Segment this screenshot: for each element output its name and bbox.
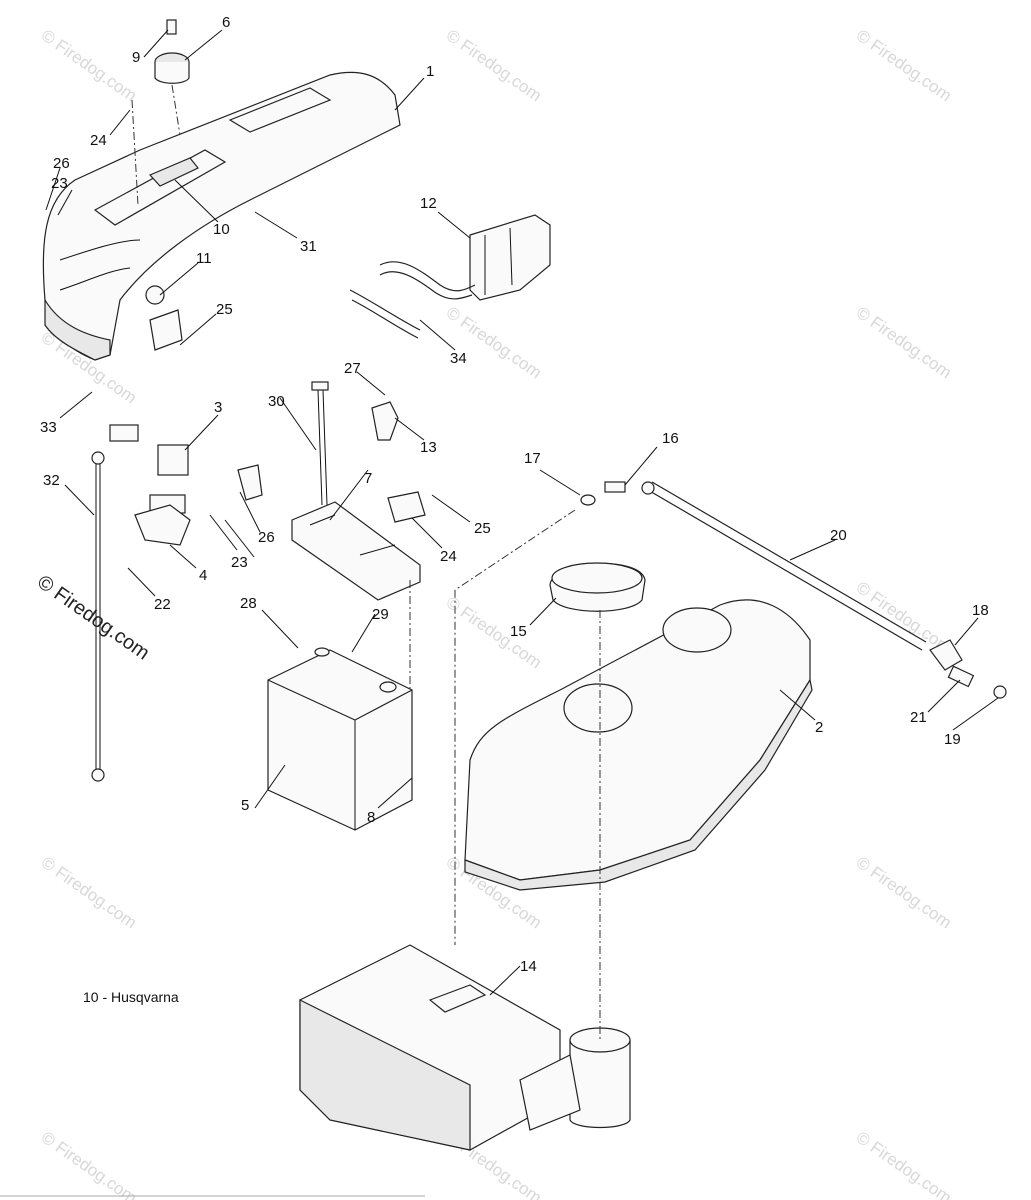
callout-25b: 25 [474,520,491,537]
callout-21: 21 [910,709,927,726]
callout-23a: 23 [231,554,248,571]
part-7-battery-bracket [291,501,421,601]
watermark-tile: © Firedog.com [38,26,140,106]
part-11-switch [145,285,183,351]
part-19-clamp [993,685,1007,699]
watermark-tile: © Firedog.com [443,26,545,106]
callout-22: 22 [154,596,171,613]
part-24-switch [387,491,426,523]
callout-24b: 24 [440,548,457,565]
callout-14: 14 [520,958,537,975]
callout-4: 4 [199,567,207,584]
callout-24a: 24 [90,132,107,149]
callout-23b: 23 [51,175,68,192]
callout-6: 6 [222,14,230,31]
callout-28: 28 [240,595,257,612]
watermark-tile: © Firedog.com [853,303,955,383]
part-26-connector [237,464,263,501]
part-2-right-fender [464,599,813,891]
callout-16: 16 [662,430,679,447]
callout-29: 29 [372,606,389,623]
watermark-tile: © Firedog.com [443,593,545,673]
callout-1: 1 [426,63,434,80]
part-17-grommet [580,494,596,506]
callout-26a: 26 [53,155,70,172]
watermark-tile: © Firedog.com [38,1128,140,1200]
watermark-tile: © Firedog.com [443,303,545,383]
watermark-tile: © Firedog.com [38,853,140,933]
watermark-tile: © Firedog.com [853,26,955,106]
part-15-fuel-cap [549,562,646,612]
part-14-fuel-tank [299,944,631,1151]
part-6-ignition-switch [154,19,190,84]
part-18-fuel-valve [929,639,963,671]
firedog-watermark: © Firedog.com [33,571,153,664]
part-20-fuel-line [641,481,927,651]
part-21-hose [947,665,975,688]
husqvarna-note: 10 - Husqvarna [83,989,179,1005]
callout-26b: 26 [258,529,275,546]
part-5-battery [267,647,413,831]
part-1-left-fender [42,71,401,361]
part-16-fitting [604,481,626,493]
part-34-hose [349,261,476,339]
callout-20: 20 [830,527,847,544]
watermark-tile: © Firedog.com [853,1128,955,1200]
callout-3: 3 [214,399,222,416]
callout-10: 10 [213,221,230,238]
callout-19: 19 [944,731,961,748]
leader-lines [45,29,999,996]
callout-9: 9 [132,49,140,66]
part-30-rod [311,381,329,506]
assembly-lines [131,84,601,1040]
callout-31: 31 [300,238,317,255]
callout-32: 32 [43,472,60,489]
part-13-connector [371,401,399,441]
callout-17: 17 [524,450,541,467]
callout-13: 13 [420,439,437,456]
callout-8: 8 [367,809,375,826]
part-32-cable [91,451,105,782]
part-4-solenoid [134,504,191,546]
callout-11: 11 [196,250,212,267]
callout-34: 34 [450,350,467,367]
callout-30: 30 [268,393,285,410]
callout-12: 12 [420,195,437,212]
callout-27: 27 [344,360,361,377]
callout-33: 33 [40,419,57,436]
callout-7: 7 [364,470,372,487]
part-12-bracket [469,214,551,301]
callout-18: 18 [972,602,989,619]
callout-2: 2 [815,719,823,736]
watermark-tile: © Firedog.com [853,853,955,933]
callout-25a: 25 [216,301,233,318]
part-3-relays [109,424,189,514]
callout-5: 5 [241,797,249,814]
callout-15: 15 [510,623,527,640]
callouts: 1 2 3 4 5 6 7 8 9 10 11 12 13 14 15 16 1… [40,14,989,975]
